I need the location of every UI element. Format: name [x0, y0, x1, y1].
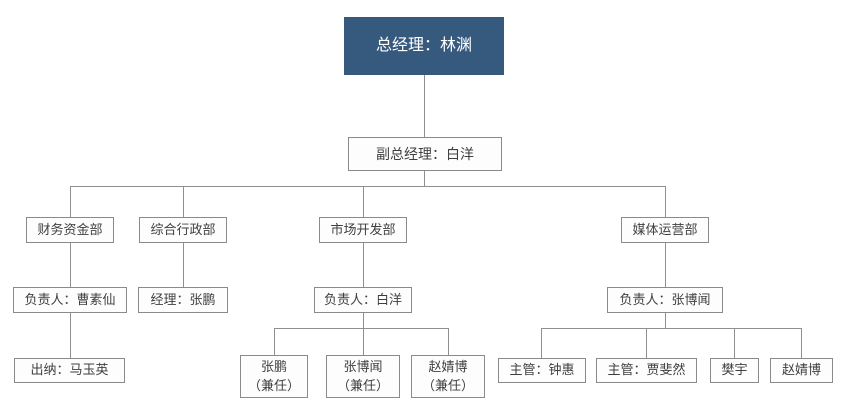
node-staff-zhangbowen-concurrent: 张博闻 （兼任）	[326, 355, 400, 398]
node-dept-market-dev: 市场开发部	[319, 217, 407, 243]
connector-line	[70, 186, 666, 187]
node-staff-supervisor-zhonghui: 主管：钟惠	[498, 358, 586, 383]
staff-note: （兼任）	[421, 377, 474, 393]
connector-line	[363, 329, 364, 355]
node-staff-zhangpeng-concurrent: 张鹏 （兼任）	[240, 355, 308, 398]
node-manager-market-dev: 负责人：白洋	[314, 287, 412, 313]
connector-line	[274, 329, 275, 355]
node-dept-finance: 财务资金部	[26, 217, 114, 243]
connector-line	[70, 313, 71, 358]
connector-line	[541, 328, 802, 329]
connector-line	[274, 328, 449, 329]
staff-name: 赵婧博	[428, 358, 468, 374]
node-manager-media-ops: 负责人：张博闻	[607, 287, 723, 313]
connector-line	[541, 329, 542, 358]
staff-note: （兼任）	[336, 377, 389, 393]
connector-line	[448, 329, 449, 355]
node-staff-cashier: 出纳：马玉英	[14, 358, 125, 383]
node-staff-supervisor-jiafeiran: 主管：贾斐然	[596, 358, 697, 383]
node-manager-admin: 经理：张鹏	[138, 287, 228, 313]
node-staff-fanyu: 樊宇	[710, 358, 759, 383]
connector-line	[665, 313, 666, 329]
connector-line	[734, 329, 735, 358]
node-staff-zhaojingbo: 赵婧博	[770, 358, 833, 383]
connector-line	[424, 171, 425, 187]
connector-line	[646, 329, 647, 358]
node-dept-admin: 综合行政部	[139, 217, 227, 243]
connector-line	[183, 243, 184, 287]
staff-name: 张博闻	[343, 358, 383, 374]
node-deputy-general-manager: 副总经理：白洋	[348, 137, 502, 171]
node-dept-media-ops: 媒体运营部	[621, 217, 709, 243]
connector-line	[424, 75, 425, 137]
connector-line	[70, 243, 71, 287]
staff-name: 张鹏	[260, 358, 287, 374]
connector-line	[183, 187, 184, 217]
connector-line	[665, 243, 666, 287]
connector-line	[665, 187, 666, 217]
staff-note: （兼任）	[247, 377, 300, 393]
connector-line	[363, 187, 364, 217]
node-manager-finance: 负责人：曹素仙	[13, 287, 127, 313]
connector-line	[363, 313, 364, 329]
connector-line	[70, 187, 71, 217]
connector-line	[801, 329, 802, 358]
node-staff-zhaojingbo-concurrent: 赵婧博 （兼任）	[411, 355, 485, 398]
connector-line	[363, 243, 364, 287]
node-general-manager: 总经理：林渊	[344, 17, 504, 75]
